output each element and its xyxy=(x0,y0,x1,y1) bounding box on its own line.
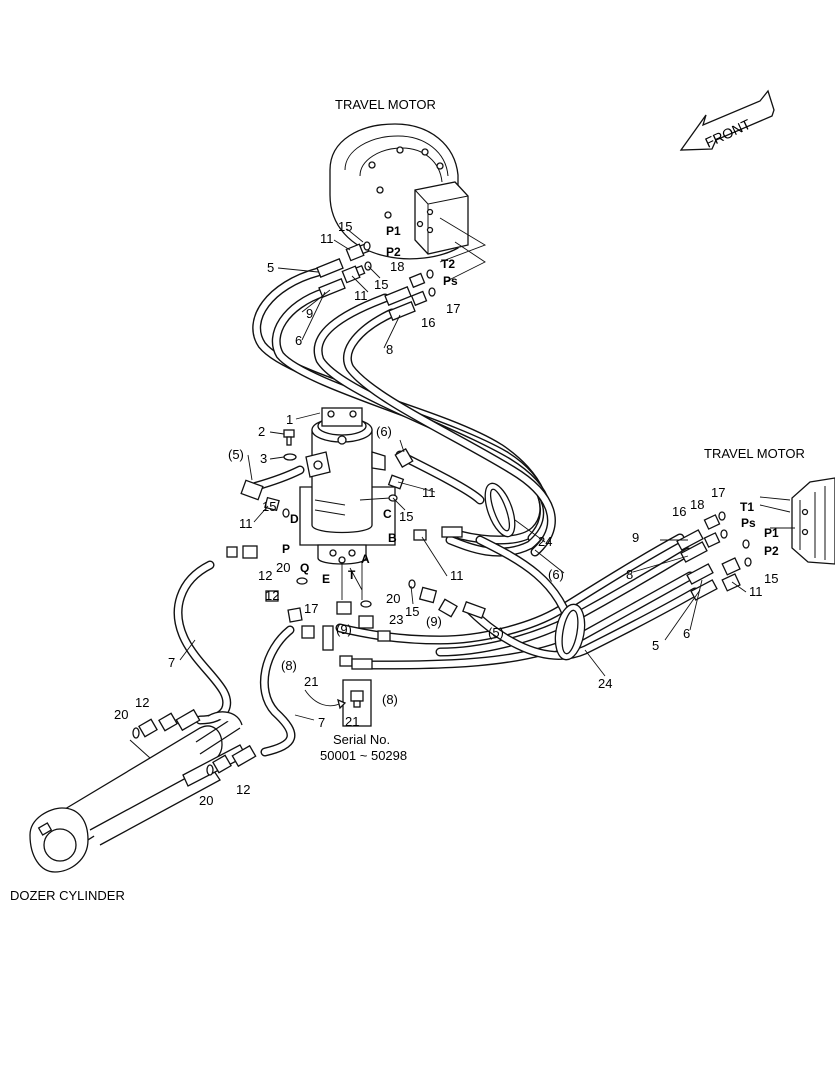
part-label-6-top: 6 xyxy=(295,333,302,348)
part-label-9-paren-b: (9) xyxy=(426,614,442,629)
part-label-24-a: 24 xyxy=(538,534,552,549)
part-label-8-right: 8 xyxy=(626,567,633,582)
part-label-15-c: 15 xyxy=(399,509,413,524)
part-label-15-f: 15 xyxy=(764,571,778,586)
part-label-7-left: 7 xyxy=(168,655,175,670)
port-label-ps-right: Ps xyxy=(741,516,756,530)
swivel-joint-assembly xyxy=(299,407,396,565)
part-label-7-mid: 7 xyxy=(318,715,325,730)
serial-inset xyxy=(304,679,372,727)
fittings-swivel xyxy=(226,448,486,670)
part-label-23: 23 xyxy=(389,612,403,627)
part-label-8-paren-a: (8) xyxy=(281,658,297,673)
port-label-b: B xyxy=(388,531,397,545)
hose-bundle-dozer xyxy=(173,465,305,757)
part-label-3: 3 xyxy=(260,451,267,466)
part-label-6-paren-top: (6) xyxy=(376,424,392,439)
part-label-5-paren-left: (5) xyxy=(228,447,244,462)
port-label-p: P xyxy=(282,542,290,556)
part-label-18-right: 18 xyxy=(690,497,704,512)
part-label-11-a: 11 xyxy=(320,231,334,246)
part-label-20-d: 20 xyxy=(199,793,213,808)
part-label-5-right: 5 xyxy=(652,638,659,653)
part-label-12-b: 12 xyxy=(265,588,279,603)
part-label-12-c: 12 xyxy=(135,695,149,710)
part-label-2: 2 xyxy=(258,424,265,439)
part-label-24-b: 24 xyxy=(598,676,612,691)
part-label-12-a: 12 xyxy=(258,568,272,583)
port-label-t2: T2 xyxy=(441,257,455,271)
fittings-top xyxy=(316,241,436,321)
part-label-6-right: 6 xyxy=(683,626,690,641)
hose-bundle-upper xyxy=(252,267,556,557)
port-label-p1-right: P1 xyxy=(764,526,779,540)
part-label-9-top: 9 xyxy=(306,306,313,321)
part-label-20-c: 20 xyxy=(114,707,128,722)
washer-part-3 xyxy=(283,453,297,461)
part-label-8-paren-b: (8) xyxy=(382,692,398,707)
motor-bolt-ring xyxy=(368,146,444,219)
serial-line-2: 50001 ~ 50298 xyxy=(320,748,407,763)
part-label-6-paren-mid: (6) xyxy=(548,567,564,582)
part-label-18-top: 18 xyxy=(390,259,404,274)
part-label-16-top: 16 xyxy=(421,315,435,330)
part-label-5-paren-mid: (5) xyxy=(488,625,504,640)
part-label-20-a: 20 xyxy=(276,560,290,575)
part-label-9-right: 9 xyxy=(632,530,639,545)
travel-motor-top-title: TRAVEL MOTOR xyxy=(335,97,436,112)
fittings-right xyxy=(676,511,752,601)
part-label-21-b: 21 xyxy=(345,714,359,729)
part-label-11-e: 11 xyxy=(450,568,464,583)
part-label-17-right: 17 xyxy=(711,485,725,500)
dozer-cylinder-title: DOZER CYLINDER xyxy=(10,888,125,903)
hose-clamp-upper xyxy=(484,482,516,538)
part-label-11-d: 11 xyxy=(239,516,253,531)
port-label-p1-top: P1 xyxy=(386,224,401,238)
port-label-q: Q xyxy=(300,561,309,575)
port-label-a: A xyxy=(361,552,370,566)
dozer-cylinder xyxy=(29,708,257,873)
part-label-16-right: 16 xyxy=(672,504,686,519)
part-label-21-a: 21 xyxy=(304,674,318,689)
travel-motor-top xyxy=(329,123,487,283)
part-label-15-d: 15 xyxy=(262,499,276,514)
port-label-p2-right: P2 xyxy=(764,544,779,558)
part-label-1: 1 xyxy=(286,412,293,427)
port-label-ps-top: Ps xyxy=(443,274,458,288)
part-label-11-b: 11 xyxy=(354,288,368,303)
port-label-e: E xyxy=(322,572,330,586)
part-label-11-c: 11 xyxy=(422,485,436,500)
serial-line-1: Serial No. xyxy=(333,732,390,747)
part-label-5-top: 5 xyxy=(267,260,274,275)
part-label-9-paren-a: (9) xyxy=(336,622,352,637)
part-label-8-top: 8 xyxy=(386,342,393,357)
part-label-11-f: 11 xyxy=(749,584,763,599)
part-label-15-e: 15 xyxy=(405,604,419,619)
front-arrow: FRONT xyxy=(679,89,775,151)
port-label-p2-top: P2 xyxy=(386,245,401,259)
hose-clamp-lower xyxy=(554,603,586,661)
port-label-d: D xyxy=(290,512,299,526)
part-label-20-b: 20 xyxy=(386,591,400,606)
port-label-c: C xyxy=(383,507,392,521)
part-label-12-d: 12 xyxy=(236,782,250,797)
part-label-15-b: 15 xyxy=(374,277,388,292)
travel-motor-right-title: TRAVEL MOTOR xyxy=(704,446,805,461)
part-label-17-mid: 17 xyxy=(304,601,318,616)
port-label-t: T xyxy=(348,568,356,582)
port-label-t1: T1 xyxy=(740,500,754,514)
travel-motor-right xyxy=(759,477,835,565)
part-label-17-top: 17 xyxy=(446,301,460,316)
bolt-part-2 xyxy=(283,429,295,446)
label-leader-lines xyxy=(179,228,747,721)
